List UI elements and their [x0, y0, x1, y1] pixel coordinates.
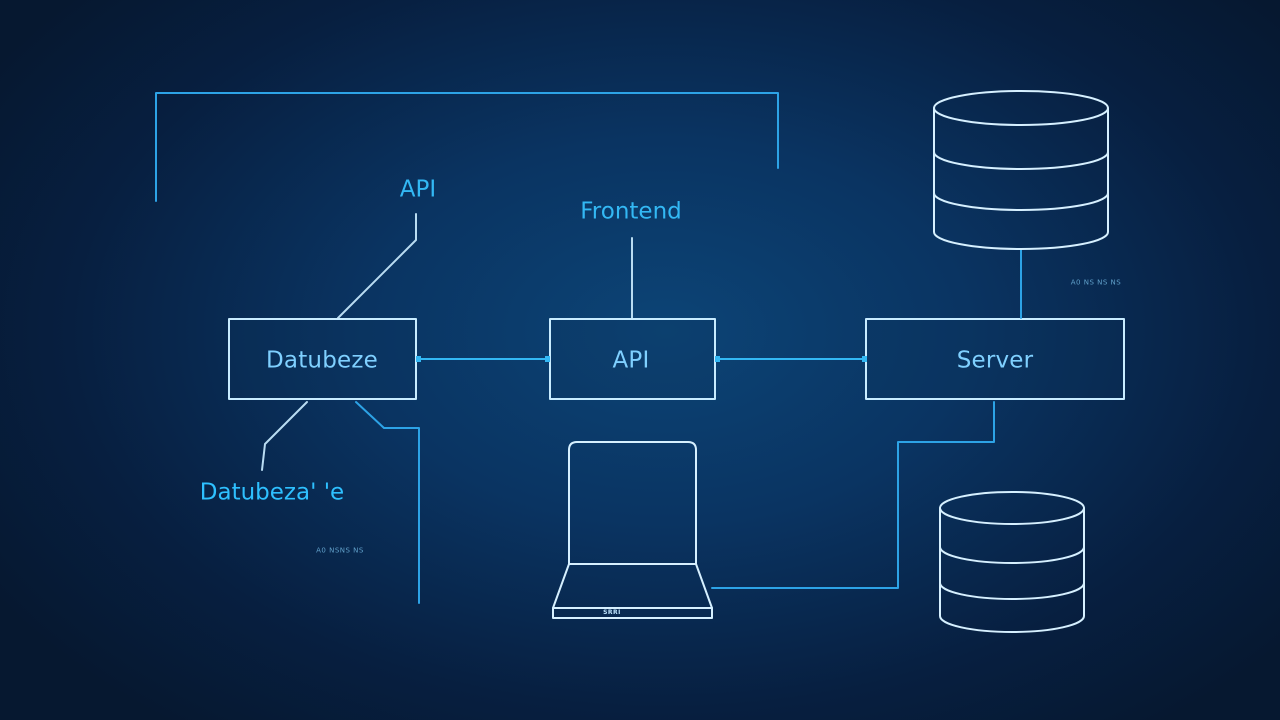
tiny-caption-left: A0 NSNS NS — [316, 546, 364, 555]
server-box-label[interactable]: Server — [956, 347, 1034, 374]
database-bottom-label: Datubeza' 'e — [199, 479, 345, 506]
top-bracket-line — [155, 92, 779, 202]
frontend-label: Frontend — [580, 198, 682, 225]
server-box[interactable] — [865, 318, 1125, 400]
database-box-label[interactable]: Datubeze — [266, 347, 378, 374]
database-box[interactable] — [228, 318, 417, 400]
top-database-cylinder — [933, 90, 1109, 250]
api-top-label: API — [399, 176, 437, 203]
connector-dots — [416, 356, 867, 362]
laptop-brand-label: SRRI — [603, 609, 621, 616]
database-bottom-leader — [261, 401, 308, 471]
bottom-database-cylinder — [939, 491, 1085, 633]
database-side-leader — [355, 401, 420, 604]
api-box-label[interactable]: API — [612, 347, 650, 374]
api-box[interactable] — [549, 318, 716, 400]
tiny-caption-right: A0 NS NS NS — [1070, 278, 1122, 287]
server-laptop-connector — [711, 401, 995, 589]
api-leader-line — [337, 213, 417, 319]
laptop-icon — [552, 441, 713, 619]
